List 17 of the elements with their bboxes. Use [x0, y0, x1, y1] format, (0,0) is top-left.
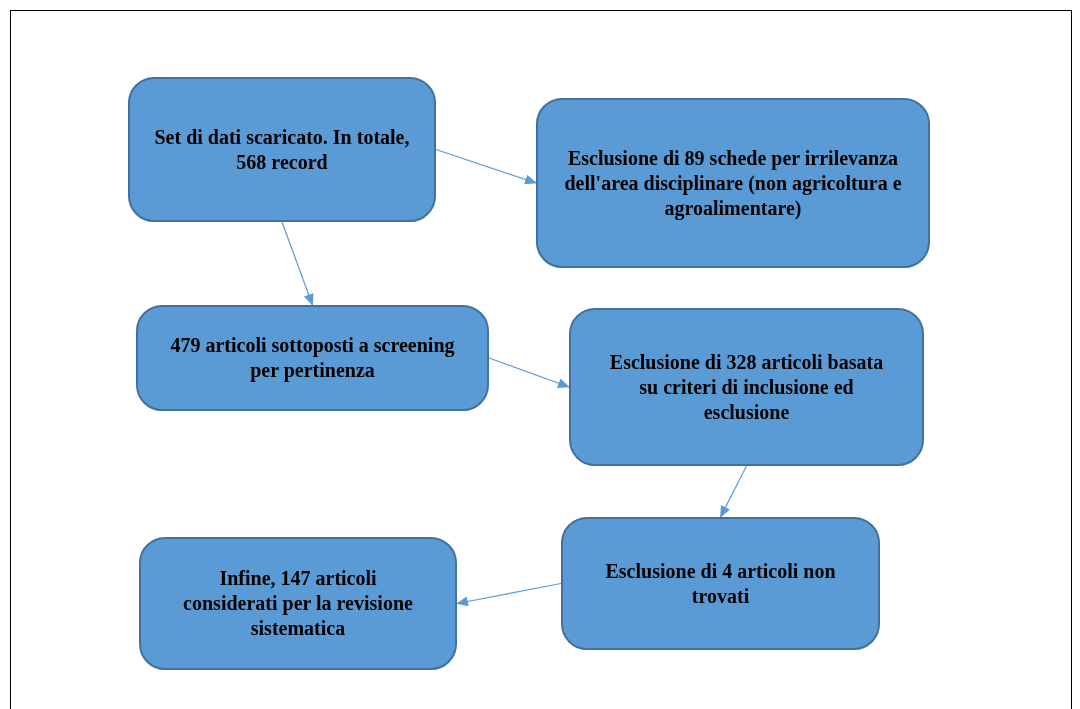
process-box	[139, 537, 457, 670]
box-text: 479 articoli sottoposti a screening per pertinenza	[169, 333, 456, 383]
box-text: Esclusione di 4 articoli non trovati	[604, 558, 837, 609]
box-text: Esclusione di 89 schede per irrilevanza dell'area disciplinare (non agricoltura e agroalimentare)	[563, 145, 903, 221]
box-text: Set di dati scaricato. In totale, 568 record	[153, 124, 411, 175]
box-text: Infine, 147 articoli considerati per la revisione sistematica	[182, 566, 414, 641]
process-box	[569, 308, 924, 466]
process-box	[561, 517, 880, 650]
arrow	[719, 465, 748, 518]
arrow	[488, 357, 570, 388]
process-box	[136, 305, 489, 411]
box-text: Esclusione di 328 articoli basata su criteri di inclusione ed esclusione	[608, 349, 885, 425]
arrow	[456, 582, 562, 607]
arrow	[435, 148, 537, 185]
process-box	[536, 98, 930, 268]
arrow	[281, 221, 314, 306]
process-box	[128, 77, 436, 222]
